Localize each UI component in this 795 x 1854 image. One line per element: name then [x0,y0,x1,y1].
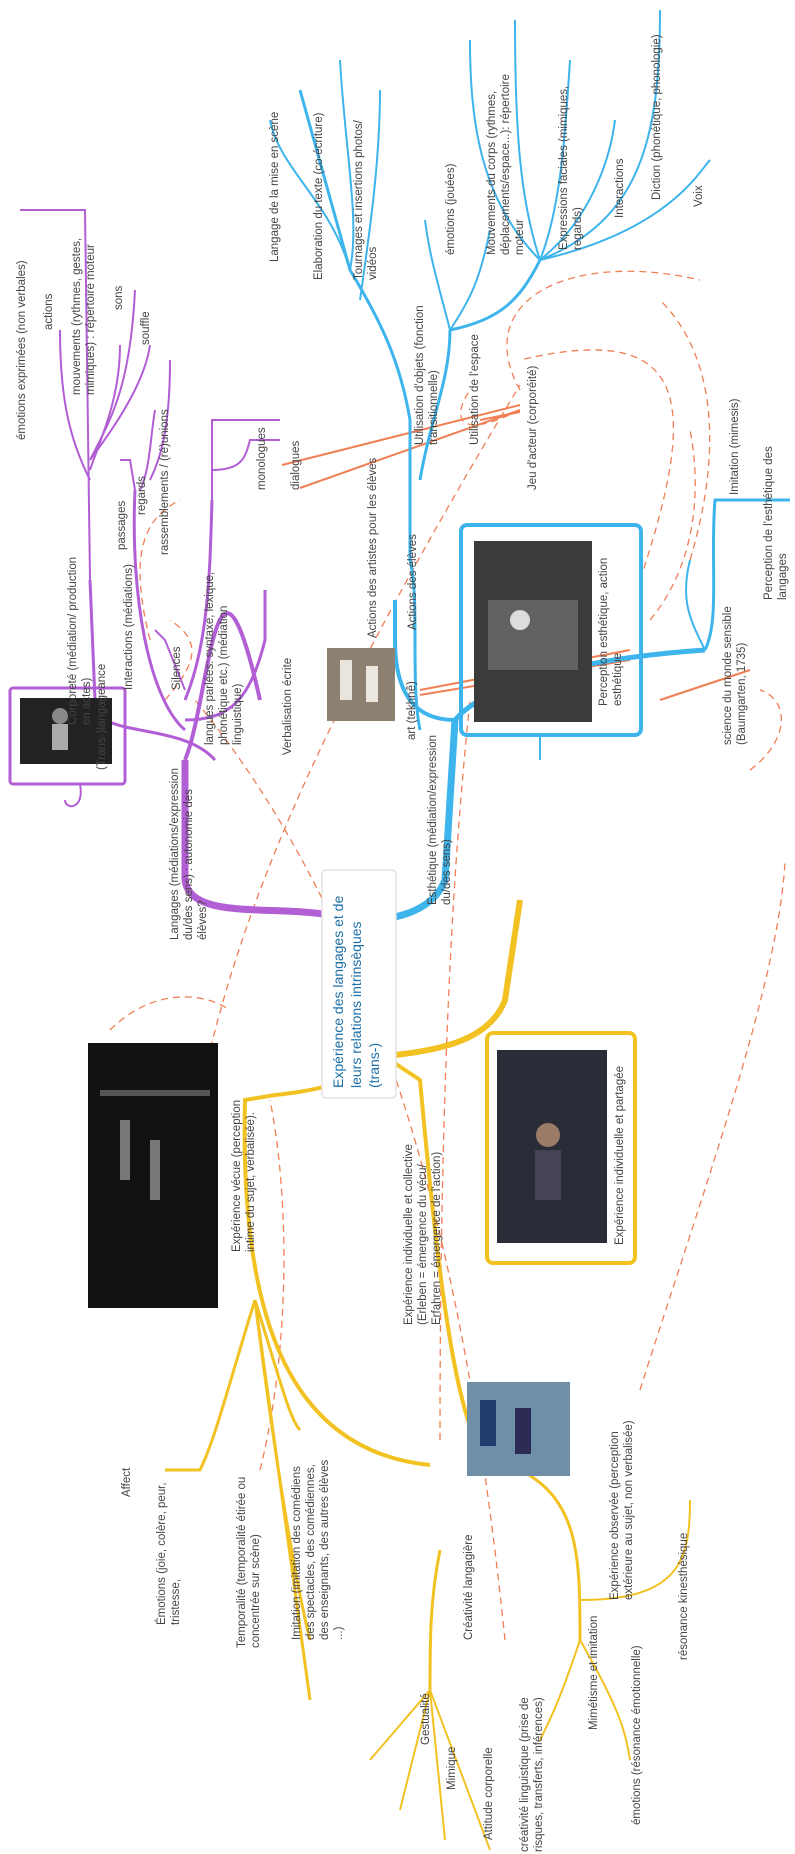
node-art[interactable]: art (tekhnê) [406,681,418,740]
image-rehearsal [327,648,395,721]
node-voix[interactable]: Voix [693,185,705,207]
node-corporeite[interactable]: Corporeté (médiation/ production en acte… [67,554,93,725]
node-temporalite[interactable]: Temporalité (temporalité étirée ou conce… [236,1473,262,1648]
node-emotions-joie[interactable]: Émotions (joie, colère, peur, tristesse, [155,1479,182,1625]
node-imitation-mimesis[interactable]: Imitation (mimesis) [729,398,741,495]
node-resonance-emotionnelle[interactable]: émotions (résonance émotionnelle) [631,1645,643,1825]
center-line-1: Expérience des langages et de [330,896,346,1088]
node-monologues[interactable]: monologues [256,427,268,490]
node-actions-artistes[interactable]: Actions des artistes pour les élèves [367,457,379,638]
node-creativite[interactable]: Créativité langagière [463,1535,475,1640]
node-mise-en-scene[interactable]: Langage de la mise en scène [269,112,281,262]
node-silences[interactable]: Silences [171,646,183,690]
node-esthetique[interactable]: Esthétique (médiation/expression du/des … [427,732,453,905]
node-mouvements[interactable]: mouvements (rythmes, gestes, mimiques) :… [71,235,97,395]
node-interactions[interactable]: Interactions (médiations) [123,564,135,690]
node-trans-langageance[interactable]: (Trans-)langageance [96,664,108,770]
node-langues-parlees[interactable]: langues parlées: syntaxe, lexique, phoné… [204,569,244,745]
center-node[interactable]: Expérience des langages et de leurs rela… [321,869,397,1099]
node-passages[interactable]: passages [116,501,128,550]
node-attitude-corporelle[interactable]: Attitude corporelle [483,1747,495,1840]
node-souffle[interactable]: souffle [140,311,152,345]
node-experience-observee[interactable]: Expérience observée (perception extérieu… [609,1420,635,1600]
node-gestualite[interactable]: Gestualité [420,1693,432,1745]
node-actions-eleves[interactable]: Actions des élèves [407,534,419,630]
node-individuelle-partagee[interactable]: Expérience individuelle et partagée [614,1066,626,1245]
image-perception [474,541,592,722]
node-langages[interactable]: Langages (médiations/expression du/des s… [169,765,209,940]
node-science-sensible[interactable]: science du monde sensible (Baumgarten, 1… [722,603,748,745]
node-resonance-kinesthesique[interactable]: résonance kinesthésique [678,1533,690,1660]
yellow-labels: Expérience vécue (perception intime du s… [121,1066,690,1852]
node-diction[interactable]: Diction (phonétique, phonologie) [651,34,663,200]
node-actions[interactable]: actions [43,293,55,330]
image-partage [497,1050,607,1243]
node-utilisation-espace[interactable]: Utilisation de l'espace [469,334,481,445]
node-utilisation-objets[interactable]: Utilisation d'objets (fonction transitio… [414,302,440,445]
blue-labels: Esthétique (médiation/expression du/des … [269,34,789,905]
node-experience-individuelle[interactable]: Expérience individuelle et collective (E… [403,1141,443,1325]
node-imitation-comediens[interactable]: Imitation (imitation des comédiens des s… [291,1457,345,1641]
node-emotions-exprimees[interactable]: émotions exprimées (non verbales) [16,260,28,440]
center-line-2: leurs relations intrinsèques [348,921,364,1088]
node-mimique[interactable]: Mimique [446,1747,458,1790]
node-jeu-acteur[interactable]: Jeu d'acteur (corporéité) [527,366,539,490]
center-line-3: (trans-) [366,1043,382,1088]
node-experience-vecue[interactable]: Expérience vécue (perception intime du s… [231,1097,257,1252]
node-regards[interactable]: regards [136,476,148,515]
node-verbalisation[interactable]: Verbalisation écrite [282,658,294,755]
purple-labels: Langages (médiations/expression du/des s… [16,235,302,940]
yellow-branch [165,899,691,1851]
node-mimetisme[interactable]: Mimétisme et imitation [588,1616,600,1730]
node-sons[interactable]: sons [113,285,125,310]
node-interactions-jeu[interactable]: Interactions [614,158,626,218]
image-stage [88,1043,218,1308]
node-creativite-linguistique[interactable]: créativité linguistique (prise de risque… [519,1694,545,1852]
node-tournages[interactable]: Tournages et insertions photos/ vidéos [353,117,379,280]
purple-branch [8,209,331,919]
node-dialogues[interactable]: dialogues [290,441,302,490]
node-rassemblements[interactable]: rassemblements / (ré)unions [159,409,171,555]
node-perception-action[interactable]: Perception esthétique, action esthétique [598,554,624,706]
node-expressions-faciales[interactable]: Expressions faciales (mimiques, regards) [558,83,584,250]
image-transl [20,698,112,764]
node-elaboration-texte[interactable]: Elaboration du texte (co-écriture) [313,112,325,280]
node-affect[interactable]: Affect [121,1467,133,1497]
node-emotions-jouees[interactable]: émotions (jouées) [445,163,457,255]
node-mouvements-corps[interactable]: Mouvements du corps (rythmes, déplacemen… [486,71,526,255]
svg-text:Expérience des langages et de: Expérience des langages et de leurs rela… [330,892,382,1088]
node-perception-esthetique[interactable]: Perception de l'esthétique des langages [763,443,789,600]
image-observee [467,1382,570,1476]
blue-branch [269,9,790,924]
